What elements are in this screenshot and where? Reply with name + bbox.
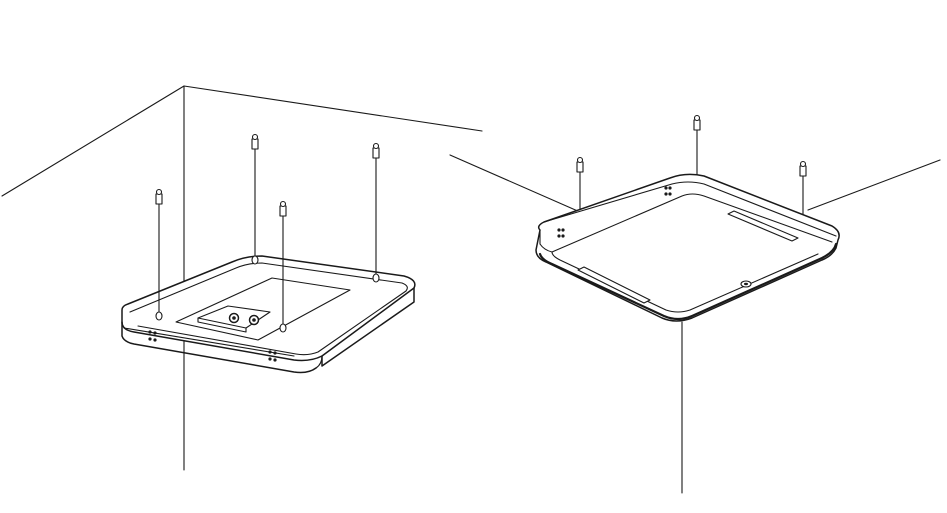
room-corner-lines: [1, 85, 483, 471]
view-right: [449, 114, 941, 494]
panel-frame: [121, 255, 416, 374]
panel-frame: [535, 173, 840, 322]
cable-anchors: [155, 255, 380, 333]
suspension-cables: [158, 144, 377, 331]
junction-box: [175, 277, 351, 341]
light-slots: [577, 210, 799, 304]
sensor-icon: [740, 280, 752, 288]
side-screws: [148, 330, 277, 362]
cable-grippers: [576, 114, 807, 177]
suspension-cables: [579, 125, 804, 215]
cable-grippers: [155, 133, 380, 217]
side-screws: [557, 186, 672, 238]
view-left: [1, 85, 483, 471]
room-corner-lines: [449, 154, 941, 494]
